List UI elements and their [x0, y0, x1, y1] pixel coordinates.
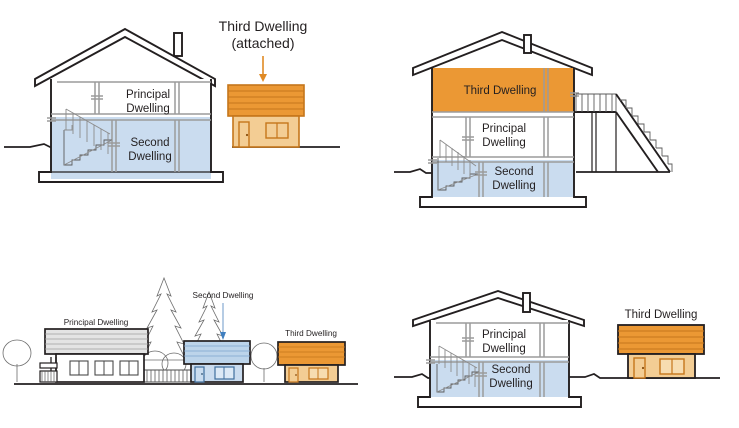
partition-tick [426, 337, 487, 377]
landing-railing [575, 93, 617, 112]
interior-staircase [436, 345, 480, 393]
third-dwelling-zone-fill [432, 68, 574, 112]
principal-dwelling-roof-stripes [45, 333, 148, 350]
roof-outline [412, 289, 585, 328]
second-dwelling-zone-fill [430, 360, 569, 397]
label-second-dwelling-line2: Dwelling [489, 378, 532, 390]
panel-bottom-left: Principal Dwelling Second Dwelling Third… [2, 276, 358, 385]
interior-partition-lower [478, 362, 545, 397]
label-second-dwelling-line1: Second [494, 166, 533, 178]
second-dwelling-zone-fill [432, 160, 574, 197]
interior-partition-upper [465, 323, 545, 357]
principal-dwelling-building [39, 328, 149, 383]
label-second-dwelling-line1: Second [130, 137, 169, 149]
interior-partition-upper [94, 82, 180, 114]
panel-top-left: Third Dwelling (attached) Principal Dwel… [4, 18, 340, 183]
interior-partition-second [478, 162, 549, 197]
callout-third-dwelling-line1: Third Dwelling [219, 18, 308, 34]
panel-top-right: Third Dwelling Principal Dwelling Second… [394, 30, 673, 208]
callout-third-dwelling-line2: (attached) [231, 35, 294, 51]
stair-stringer [615, 93, 671, 173]
principal-dwelling-zone-fill [432, 115, 574, 160]
floor-slab-upper [432, 111, 574, 118]
label-second-dwelling-line2: Dwelling [492, 180, 535, 192]
third-dwelling-roof [227, 84, 305, 117]
chimney [522, 292, 531, 313]
house-shell [38, 79, 224, 183]
third-dwelling-door [238, 121, 250, 148]
partition-tick [47, 95, 120, 147]
chimney [523, 34, 532, 54]
shrub-right [250, 342, 278, 382]
label-principal-dwelling-line2: Dwelling [126, 103, 169, 115]
floor-slab-lower [432, 156, 574, 163]
exterior-staircase [574, 93, 673, 173]
landing-support-post [591, 112, 617, 172]
roof-outline [412, 30, 593, 77]
third-dwelling-door [633, 357, 646, 379]
third-dwelling-roof-stripes [228, 90, 304, 110]
partition-tick [428, 92, 579, 176]
floor-slab-divider [430, 356, 569, 363]
label-third-dwelling: Third Dwelling [625, 309, 698, 321]
third-dwelling-building [617, 324, 705, 379]
label-principal-dwelling-line1: Principal [482, 123, 526, 135]
picket-fence [142, 369, 192, 383]
label-second-dwelling-line1: Second [491, 364, 530, 376]
third-dwelling-roof [617, 324, 705, 355]
third-dwelling-door [288, 367, 299, 383]
third-dwelling-roof-stripes [278, 346, 345, 358]
label-third-dwelling: Third Dwelling [464, 85, 537, 97]
entry-steps [39, 357, 58, 383]
principal-dwelling-zone-fill [51, 79, 211, 117]
second-dwelling-pointer [220, 303, 226, 340]
label-principal-dwelling-line2: Dwelling [482, 137, 525, 149]
floor-slab-divider [51, 113, 211, 121]
shrub-left [2, 339, 32, 382]
interior-staircase [437, 139, 479, 191]
second-dwelling-door [194, 366, 205, 383]
third-dwelling-building [277, 341, 346, 383]
roof-outline [34, 27, 216, 88]
house-shell [419, 68, 587, 208]
ground-line-left [394, 168, 434, 174]
label-second-dwelling: Second Dwelling [193, 291, 254, 300]
interior-partition-third [543, 68, 549, 112]
chimney [173, 32, 183, 57]
second-dwelling-door-knob [201, 373, 203, 375]
second-dwelling-roof [183, 340, 251, 365]
label-principal-dwelling-line2: Dwelling [482, 343, 525, 355]
label-principal-dwelling-line1: Principal [126, 89, 170, 101]
third-dwelling-door-knob [295, 374, 297, 376]
label-third-dwelling: Third Dwelling [285, 329, 337, 338]
label-second-dwelling-line2: Dwelling [128, 151, 171, 163]
label-principal-dwelling-line1: Principal [482, 329, 526, 341]
callout-down-arrow-icon [259, 56, 267, 82]
second-dwelling-roof-stripes [184, 345, 250, 357]
second-dwelling-building [183, 340, 251, 383]
principal-dwelling-zone-fill [430, 320, 569, 360]
third-dwelling-roof [277, 341, 346, 366]
third-dwelling-door-knob [641, 366, 645, 370]
interior-staircase [63, 108, 113, 166]
label-principal-dwelling: Principal Dwelling [64, 318, 129, 327]
second-dwelling-zone-fill [51, 117, 211, 179]
third-dwelling-roof-stripes [618, 330, 704, 350]
panel-bottom-right: Principal Dwelling Second Dwelling Third… [394, 289, 720, 408]
third-dwelling-attached [227, 84, 305, 148]
house-shell [417, 320, 582, 408]
principal-dwelling-roof [44, 328, 149, 355]
third-dwelling-door-knob [245, 133, 249, 137]
stair-treads [620, 99, 673, 172]
